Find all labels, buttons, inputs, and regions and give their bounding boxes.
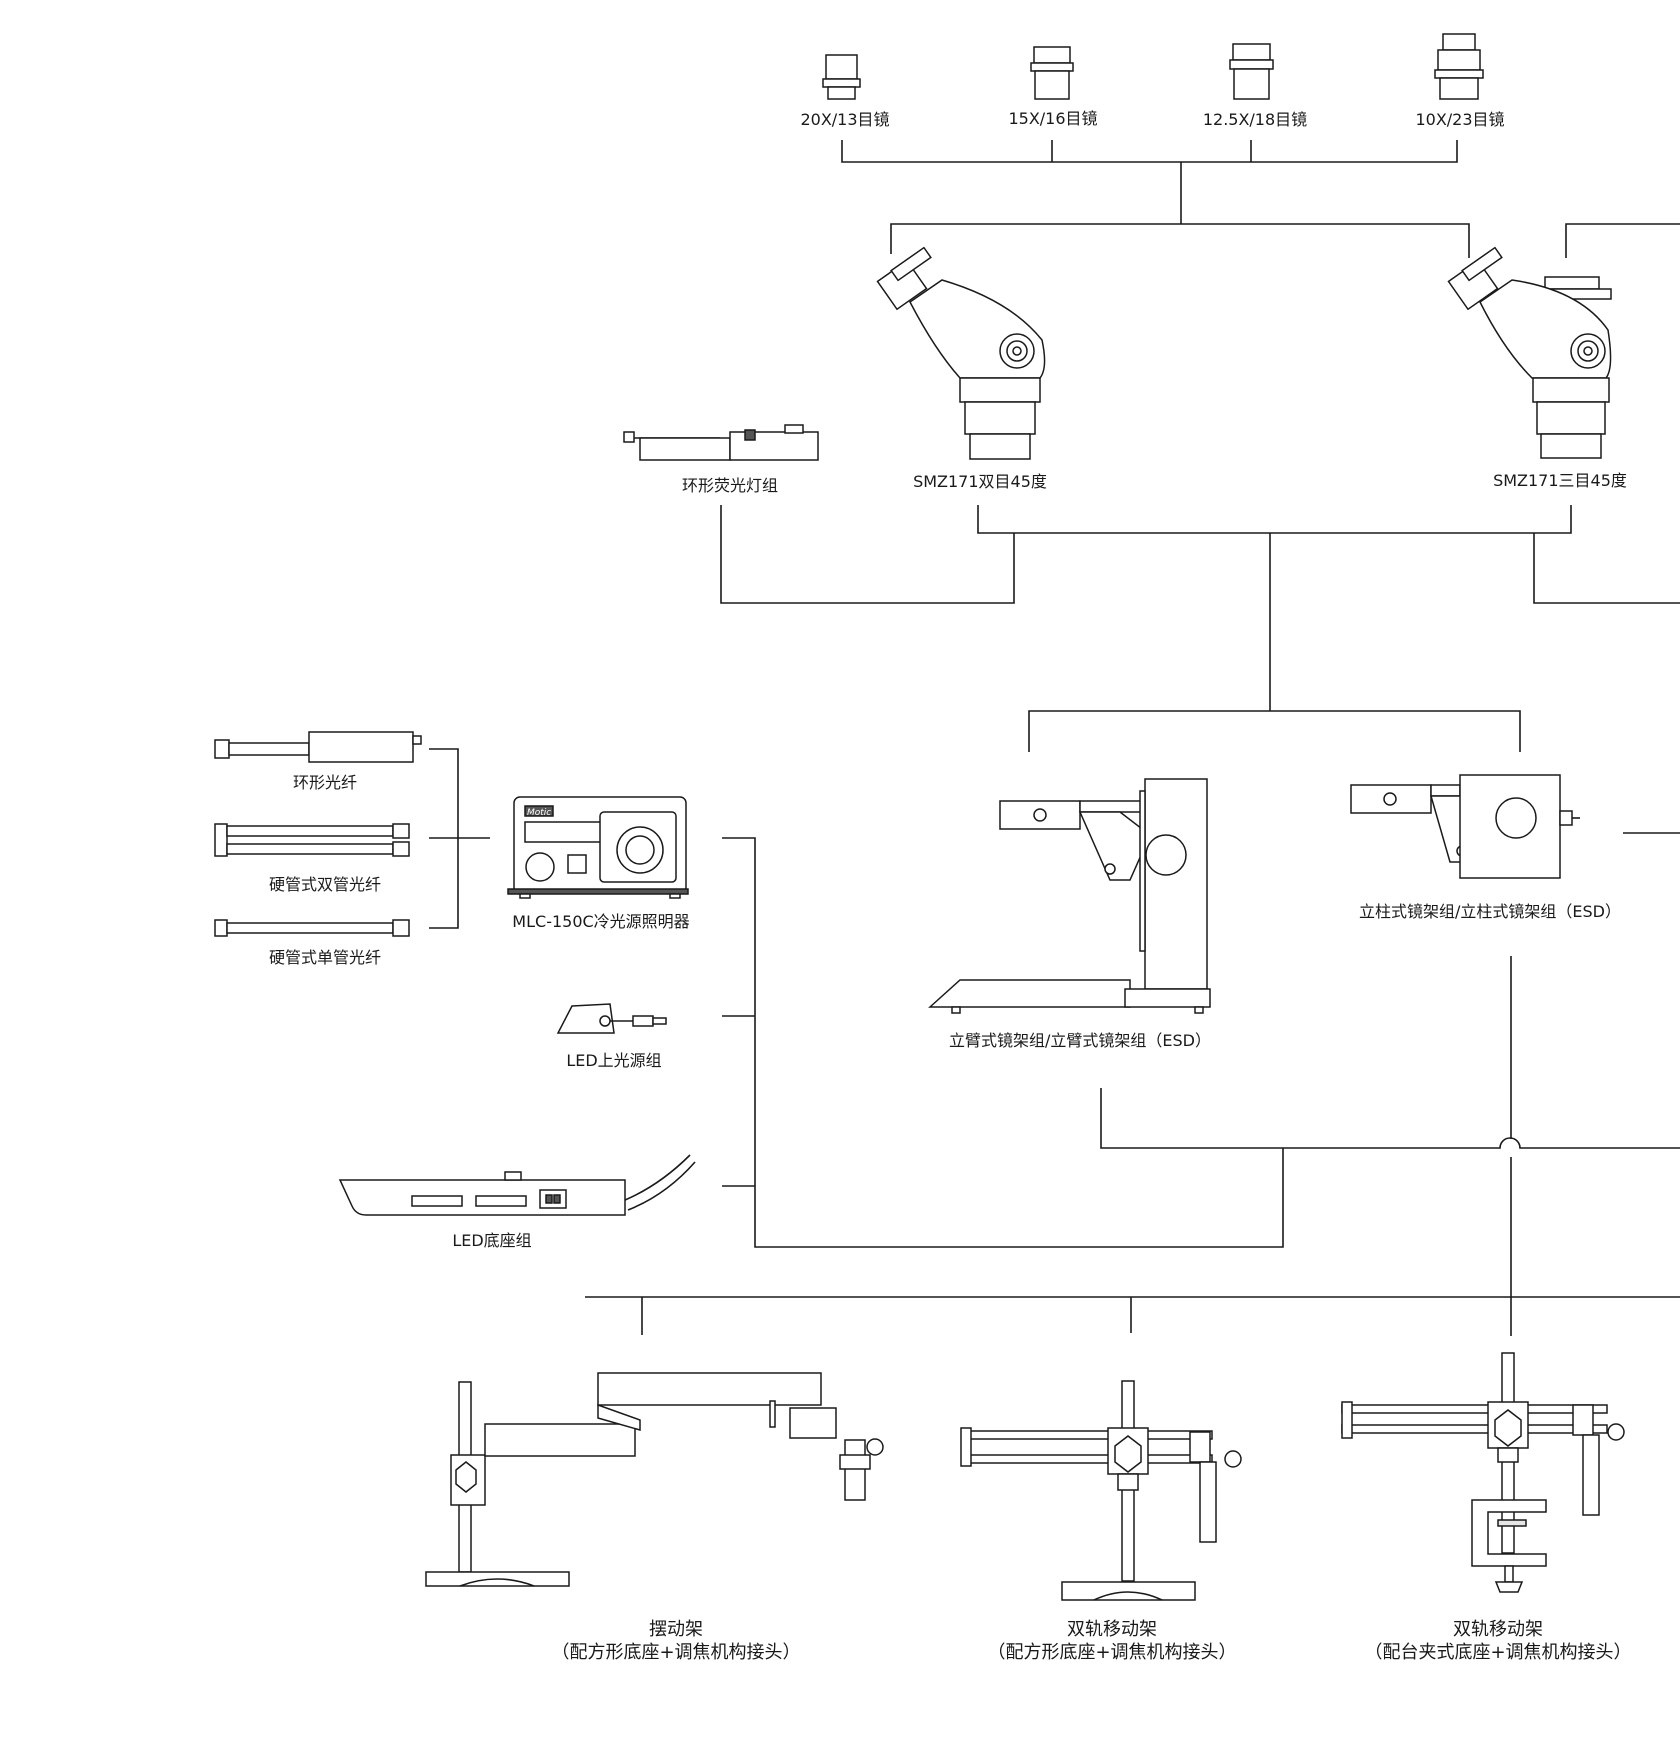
led-top-light-drawing: [556, 1003, 667, 1034]
binocular-head-drawing: [876, 246, 1046, 460]
double-fiber-drawing: [214, 823, 410, 857]
ring-fiber-label: 环形光纤: [292, 773, 357, 792]
led-top-light-label: LED上光源组: [566, 1051, 662, 1070]
swing-boom-drawing: [425, 1372, 884, 1587]
eyepiece-10x-label: 10X/23目镜: [1415, 110, 1505, 129]
dual-boom-square-subtitle: （配方形底座+调焦机构接头）: [987, 1642, 1237, 1663]
dual-boom-clamp-title: 双轨移动架: [1453, 1619, 1543, 1640]
trinocular-head-drawing: [1447, 246, 1612, 459]
eyepiece-12-5x-label: 12.5X/18目镜: [1202, 110, 1308, 129]
eyepiece-15x-label: 15X/16目镜: [1008, 109, 1098, 128]
connector-lines: [429, 140, 1680, 1336]
ring-fluorescent-drawing: [623, 424, 819, 461]
led-base-label: LED底座组: [452, 1231, 532, 1250]
dual-boom-clamp-drawing: [1341, 1352, 1625, 1593]
binocular-head-label: SMZ171双目45度: [913, 472, 1047, 491]
cold-light-label: MLC-150C冷光源照明器: [512, 912, 690, 931]
eyepiece-20x-label: 20X/13目镜: [800, 110, 890, 129]
eyepiece-10x-drawing: [1434, 33, 1484, 100]
ring-fiber-drawing: [214, 731, 422, 763]
trinocular-head-label: SMZ171三目45度: [1493, 471, 1627, 490]
dual-boom-clamp-subtitle: （配台夹式底座+调焦机构接头）: [1364, 1642, 1632, 1663]
swing-boom-subtitle: （配方形底座+调焦机构接头）: [551, 1642, 801, 1663]
led-base-drawing: [338, 1154, 696, 1216]
single-fiber-drawing: [214, 919, 410, 937]
single-fiber-label: 硬管式单管光纤: [268, 948, 381, 967]
eyepiece-12-5x-drawing: [1229, 43, 1274, 100]
brand-logo: Motic: [527, 808, 551, 818]
pillar-stand-drawing: [1350, 774, 1580, 879]
dual-boom-square-drawing: [960, 1380, 1242, 1601]
cold-light-source-drawing: Motic: [507, 796, 689, 899]
arm-stand-label: 立臂式镜架组/立臂式镜架组（ESD）: [949, 1031, 1211, 1050]
pillar-stand-label: 立柱式镜架组/立柱式镜架组（ESD）: [1359, 902, 1621, 921]
dual-boom-square-title: 双轨移动架: [1067, 1619, 1157, 1640]
swing-boom-title: 摆动架: [649, 1619, 703, 1640]
eyepiece-20x-drawing: [822, 54, 861, 100]
double-fiber-label: 硬管式双管光纤: [268, 875, 381, 894]
eyepiece-15x-drawing: [1030, 46, 1074, 100]
ring-fluorescent-label: 环形荧光灯组: [681, 476, 778, 495]
arm-stand-drawing: [928, 778, 1211, 1014]
